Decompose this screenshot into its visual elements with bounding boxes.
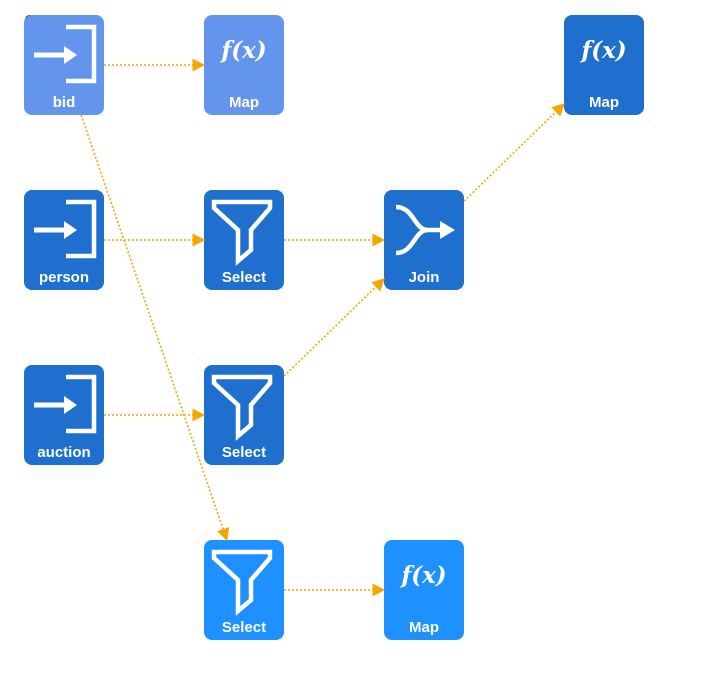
- function-icon: f(x): [581, 37, 627, 64]
- input-icon: [34, 374, 97, 434]
- map-node-map[interactable]: f(x) Map: [564, 15, 644, 115]
- source-node-bid[interactable]: bid: [24, 15, 104, 115]
- filter-icon: [211, 199, 273, 266]
- edge-arrow[interactable]: [463, 102, 565, 202]
- node-label: Map: [409, 619, 439, 636]
- edge-arrow[interactable]: [80, 114, 230, 542]
- node-label: Join: [408, 269, 440, 286]
- node-label: Select: [221, 269, 267, 286]
- function-icon: f(x): [221, 37, 267, 64]
- select-node-select[interactable]: Select: [204, 540, 284, 640]
- node-label: Select: [221, 444, 267, 461]
- input-icon: [34, 199, 97, 259]
- source-node-person[interactable]: person: [24, 190, 104, 290]
- node-label: auction: [37, 444, 91, 461]
- select-node-select[interactable]: Select: [204, 365, 284, 465]
- node-label: Select: [221, 619, 267, 636]
- node-label: bid: [52, 94, 76, 111]
- node-label: Map: [229, 94, 259, 111]
- map-node-map[interactable]: f(x) Map: [384, 540, 464, 640]
- join-node-join[interactable]: Join: [384, 190, 464, 290]
- edge-arrow[interactable]: [283, 277, 385, 377]
- filter-icon: [211, 374, 273, 441]
- node-label: Map: [589, 94, 619, 111]
- merge-icon: [395, 204, 455, 256]
- function-icon: f(x): [401, 562, 447, 589]
- filter-icon: [211, 549, 273, 616]
- select-node-select[interactable]: Select: [204, 190, 284, 290]
- input-icon: [34, 24, 97, 84]
- map-node-map[interactable]: f(x) Map: [204, 15, 284, 115]
- source-node-auction[interactable]: auction: [24, 365, 104, 465]
- node-label: person: [38, 269, 89, 286]
